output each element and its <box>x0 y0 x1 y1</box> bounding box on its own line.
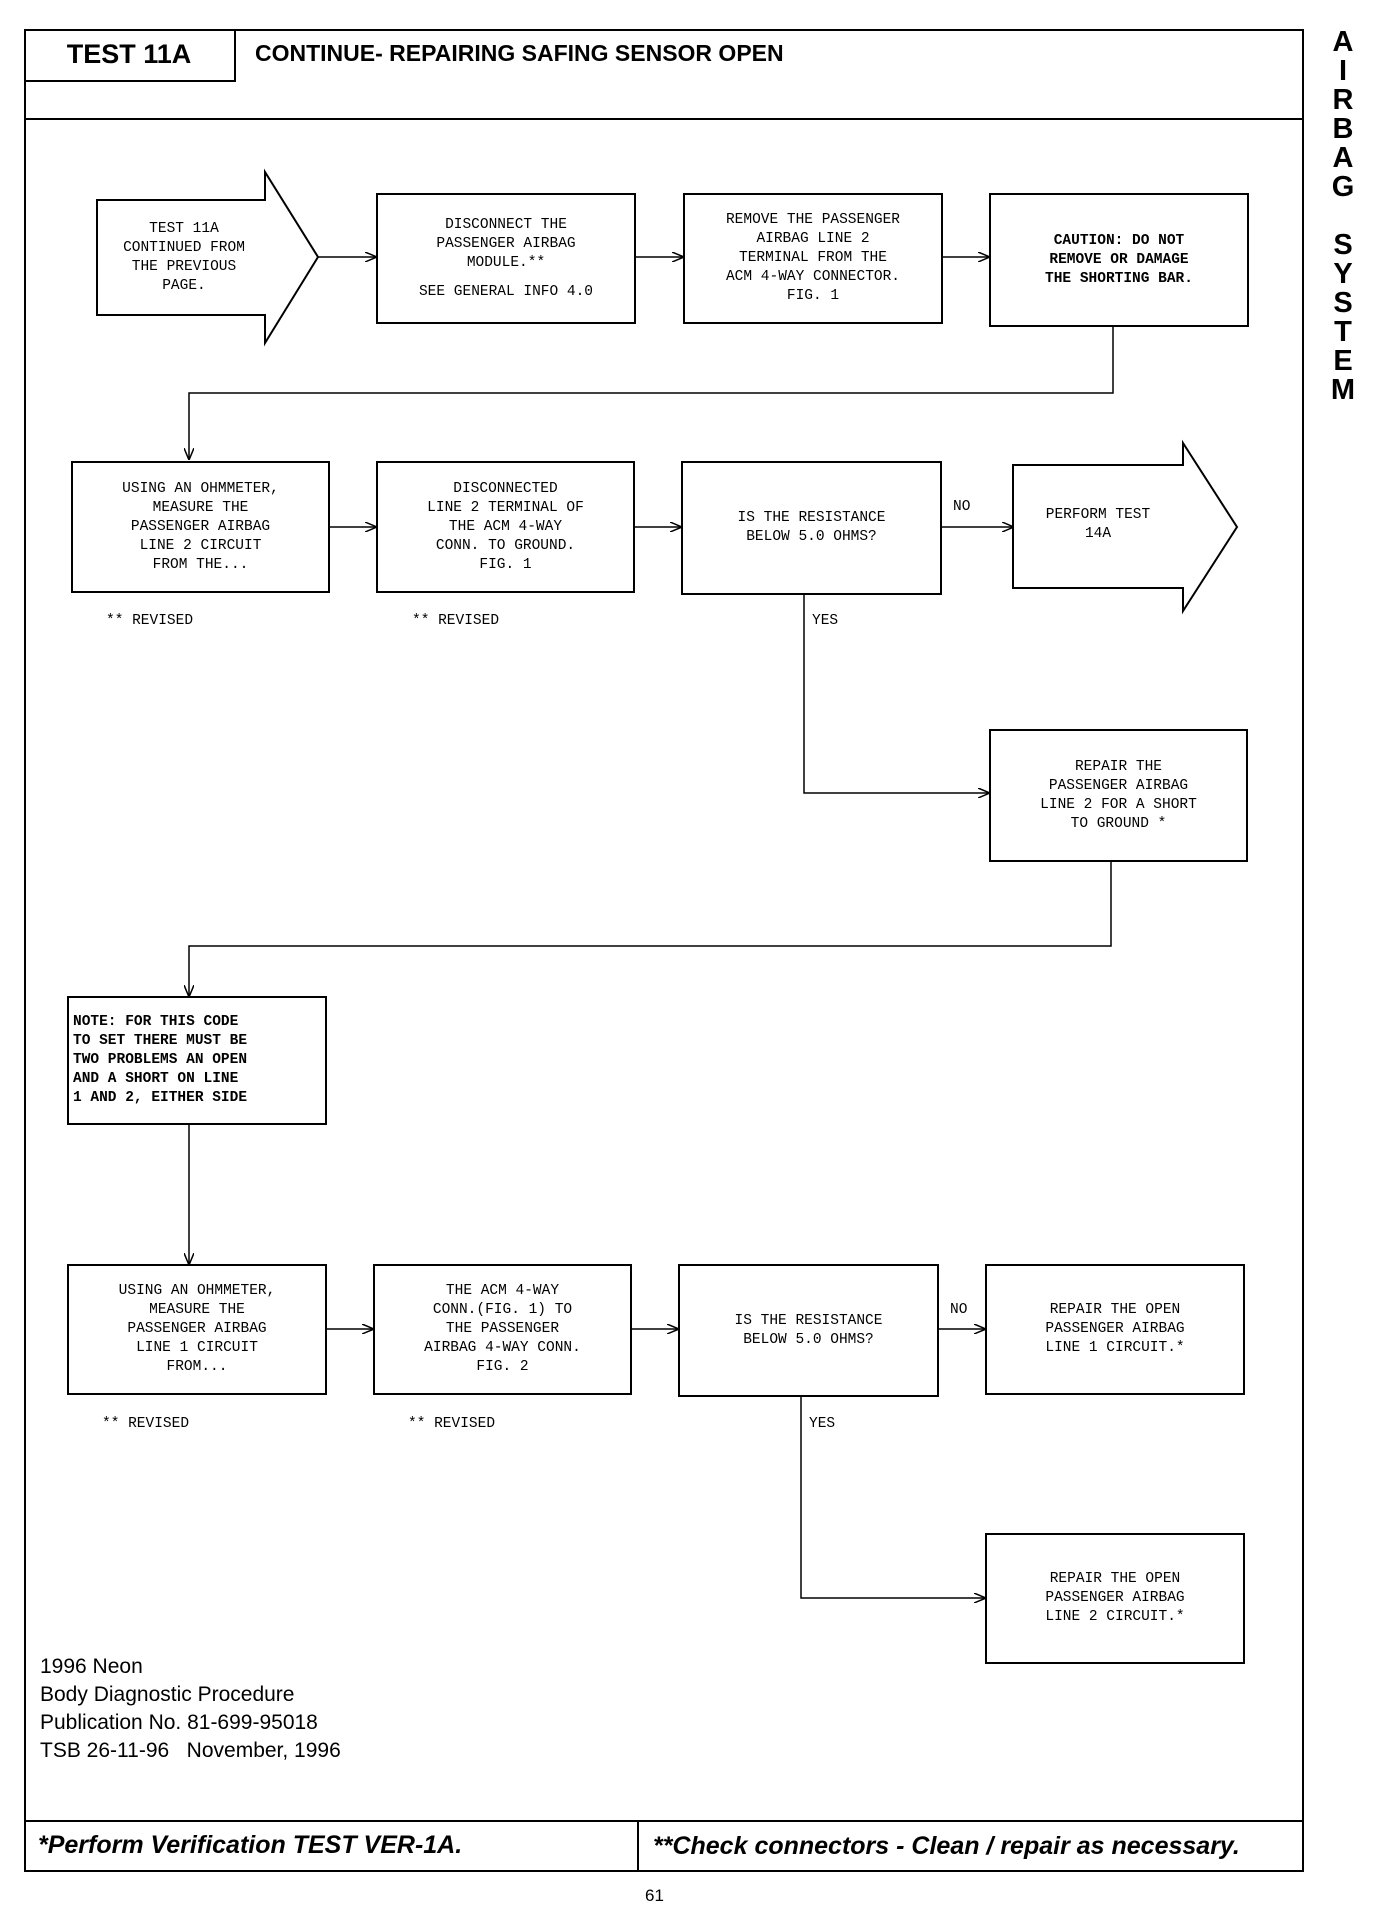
disconnected-line2-step: DISCONNECTED LINE 2 TERMINAL OF THE ACM … <box>376 461 635 593</box>
footer-verification-note: *Perform Verification TEST VER-1A. <box>38 1831 463 1859</box>
start-step: TEST 11A CONTINUED FROM THE PREVIOUS PAG… <box>123 221 245 294</box>
revised-note: ** REVISED <box>106 613 194 629</box>
caution-step: CAUTION: DO NOT REMOVE OR DAMAGE THE SHO… <box>989 193 1249 327</box>
revised-note: ** REVISED <box>408 1416 496 1432</box>
publication-doc: Body Diagnostic Procedure <box>40 1683 295 1706</box>
start-arrow-shape <box>96 168 320 347</box>
footer-connector-note: **Check connectors - Clean / repair as n… <box>653 1832 1240 1860</box>
remove-terminal-step: REMOVE THE PASSENGER AIRBAG LINE 2 TERMI… <box>683 193 943 324</box>
side-letter: M <box>1330 374 1356 406</box>
acm-conn-step: THE ACM 4-WAY CONN.(FIG. 1) TO THE PASSE… <box>373 1264 632 1395</box>
yes-label: YES <box>809 1416 836 1432</box>
side-letter: Y <box>1333 258 1353 290</box>
publication-model: 1996 Neon <box>40 1655 143 1678</box>
perform-14a-step: PERFORM TEST 14A <box>1045 507 1151 542</box>
page-number: 61 <box>645 1886 664 1905</box>
side-letter: S <box>1333 287 1353 319</box>
side-letter: R <box>1332 84 1354 116</box>
disconnect-module-step: DISCONNECT THE PASSENGER AIRBAG MODULE.*… <box>376 193 636 324</box>
revised-note: ** REVISED <box>102 1416 190 1432</box>
footer-divider <box>24 1820 1304 1822</box>
footer-column-divider <box>637 1820 639 1872</box>
revised-note: ** REVISED <box>412 613 500 629</box>
side-letter: B <box>1332 113 1354 145</box>
side-label: A I R B A G S Y S T E M <box>1325 28 1361 405</box>
general-info-ref: SEE GENERAL INFO 4.0 <box>418 283 594 300</box>
repair-open-line2-step: REPAIR THE OPEN PASSENGER AIRBAG LINE 2 … <box>985 1533 1245 1664</box>
note-box: NOTE: FOR THIS CODE TO SET THERE MUST BE… <box>67 996 327 1125</box>
page-title: CONTINUE- REPAIRING SAFING SENSOR OPEN <box>255 40 784 66</box>
no-label: NO <box>953 499 971 515</box>
side-letter: A <box>1332 142 1354 174</box>
side-letter: I <box>1338 55 1348 87</box>
side-letter: G <box>1331 171 1355 203</box>
yes-label: YES <box>812 613 839 629</box>
page-frame <box>24 29 1304 1872</box>
repair-short-step: REPAIR THE PASSENGER AIRBAG LINE 2 FOR A… <box>989 729 1248 862</box>
header-divider <box>24 118 1304 120</box>
publication-number: Publication No. 81-699-95018 <box>40 1711 318 1734</box>
publication-tsb: TSB 26-11-96 November, 1996 <box>40 1739 341 1762</box>
measure-line1-step: USING AN OHMMETER, MEASURE THE PASSENGER… <box>67 1264 327 1395</box>
test-id: TEST 11A <box>24 29 236 82</box>
measure-line2-step: USING AN OHMMETER, MEASURE THE PASSENGER… <box>71 461 330 593</box>
side-letter: T <box>1334 316 1352 348</box>
perform-arrow-shape <box>1012 439 1239 615</box>
repair-open-line1-step: REPAIR THE OPEN PASSENGER AIRBAG LINE 1 … <box>985 1264 1245 1395</box>
resistance-decision-1: IS THE RESISTANCE BELOW 5.0 OHMS? <box>681 461 942 595</box>
side-letter: E <box>1333 345 1353 377</box>
publication-info: 1996 Neon Body Diagnostic Procedure Publ… <box>40 1653 341 1765</box>
side-letter: S <box>1333 229 1353 261</box>
side-letter: A <box>1332 26 1354 58</box>
no-label: NO <box>950 1302 968 1318</box>
resistance-decision-2: IS THE RESISTANCE BELOW 5.0 OHMS? <box>678 1264 939 1397</box>
